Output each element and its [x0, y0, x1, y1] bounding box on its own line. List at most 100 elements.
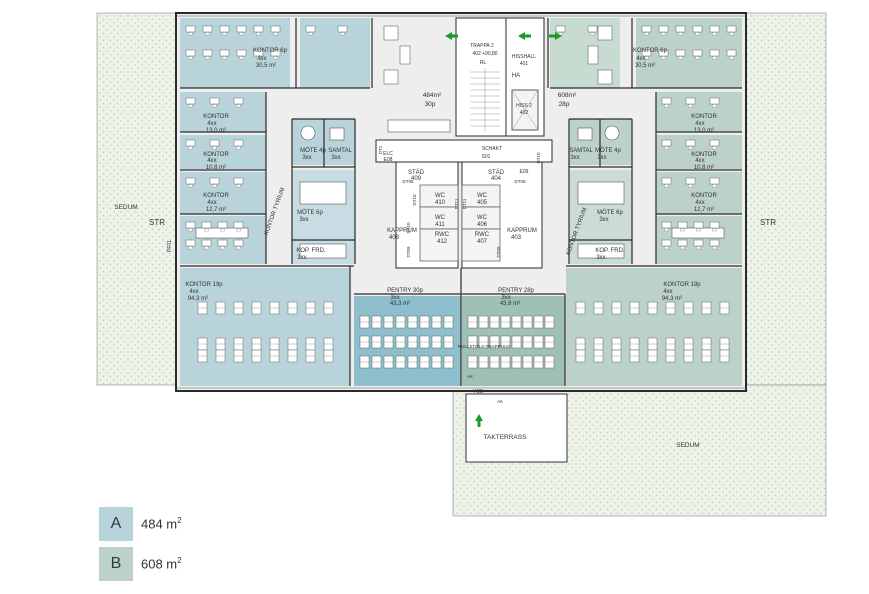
pentry-table	[533, 355, 544, 369]
lounge-furniture	[383, 25, 613, 85]
pentry-table	[533, 315, 544, 329]
green-arrows	[445, 32, 562, 427]
room-right-2-area: 10,8 m²	[694, 165, 714, 171]
rwc-left-sub: 412	[437, 239, 448, 245]
legend-swatch-b: B	[99, 547, 133, 581]
room-right-1-title: KONTOR	[691, 114, 717, 120]
room-right-2-title: KONTOR	[691, 152, 717, 158]
legend-value-b: 608 m2	[141, 556, 182, 571]
room-right-1-area: 13,0 m²	[694, 128, 714, 134]
pentry-table	[511, 315, 522, 329]
pentry-table	[467, 315, 478, 329]
room-left-4-area: 94,3 m²	[188, 296, 208, 302]
room-left-1-sub: 4xx	[207, 121, 216, 127]
pentry-table	[419, 315, 430, 329]
pentry-table	[419, 335, 430, 349]
kapprum-left-sub: 408	[389, 235, 400, 241]
stad-left-title: STÄD	[408, 169, 425, 176]
dt-code-2: DT10	[412, 194, 417, 206]
desk-pair	[701, 337, 712, 351]
room-right-0-title: KONTOR 6p	[633, 48, 668, 54]
stair-treads	[470, 68, 500, 132]
label-ycs: YCS	[473, 389, 484, 395]
rwc-right-title: RWC	[475, 232, 490, 238]
legend-swatch-a: A	[99, 507, 133, 541]
pentry-table	[500, 315, 511, 329]
desk-pair	[305, 337, 316, 351]
desk-pair	[575, 349, 586, 363]
room-left-2-sub: 4xx	[207, 158, 216, 164]
wc-partitions	[419, 184, 501, 262]
kop-left-sub: 3xx	[297, 255, 306, 261]
room-left-1-title: KONTOR	[203, 114, 229, 120]
stad-right-sub: 404	[491, 176, 502, 182]
label-hiss: HISS 2	[516, 103, 532, 109]
dt-code-8: DT09	[496, 246, 501, 258]
desk-pair	[233, 301, 244, 315]
room-left-0-area: 30,5 m²	[256, 63, 276, 69]
pentry-table	[500, 355, 511, 369]
door-codes: DT1 DT10 DT10 DT11 DT11 DT08 DT08 DT09 D…	[378, 145, 541, 257]
room-right-3-area: 12,7 m²	[694, 207, 714, 213]
desk-pair	[305, 301, 316, 315]
samtal-left-sub: 3xx	[331, 155, 340, 161]
pentry-table	[443, 335, 454, 349]
pentry-table	[511, 355, 522, 369]
pentry-table	[395, 355, 406, 369]
label-zone-b-people: 28p	[559, 101, 570, 108]
rooms-left: KONTOR 6p 4xx 30,5 m² KONTOR 4xx 13,0 m²…	[185, 48, 287, 302]
desk-pair	[575, 337, 586, 351]
desk-pair	[251, 301, 262, 315]
legend-value-a: 484 m2	[141, 516, 182, 531]
kapprum-right-title: KAPPRUM	[507, 228, 537, 234]
desk-pair	[269, 337, 280, 351]
label-ak-left: AK	[467, 374, 473, 379]
legend-letter-b: B	[110, 555, 122, 572]
pentry-table	[443, 355, 454, 369]
dt-code-5: DT08	[402, 179, 414, 184]
dt-code-6: DT08	[514, 179, 526, 184]
desk-pair	[611, 349, 622, 363]
desk-pair	[575, 301, 586, 315]
pentry-table	[359, 335, 370, 349]
label-rullstol: RULLSTOLS-TRAPPHUS	[458, 344, 510, 349]
label-elc-title: ELC	[383, 151, 393, 157]
pentry-table	[371, 355, 382, 369]
desk-pair	[593, 301, 604, 315]
legend-value-a-text: 484 m	[141, 516, 178, 532]
samtal-left-title: SAMTAL	[328, 148, 352, 154]
label-str-left: STR	[149, 218, 165, 227]
wc-1-sub: 411	[435, 222, 445, 228]
desk-pair	[665, 337, 676, 351]
legend-row-a: A 484 m2	[99, 507, 182, 541]
sedum-left-area	[96, 12, 177, 386]
rwc-left-title: RWC	[435, 232, 450, 238]
dt-code-7: DT09	[406, 246, 411, 258]
wc-2-sub: 405	[477, 200, 488, 206]
pentry-table	[395, 335, 406, 349]
pentry-left-sub: 3xx	[390, 295, 399, 301]
kop-right-sub: 3xx	[596, 255, 605, 261]
label-trappa-rl: RL	[480, 60, 487, 66]
legend-letter-a: A	[110, 515, 122, 532]
wc-1-title: WC	[435, 215, 446, 221]
desk-pair	[701, 349, 712, 363]
room-left-0-title: KONTOR 6p	[253, 48, 288, 54]
desk-pair	[647, 301, 658, 315]
dt-code-1: DT10	[406, 222, 411, 234]
kop-left-title: KOP. FRD.	[296, 248, 326, 254]
pentry-table	[489, 315, 500, 329]
pentry-table	[443, 315, 454, 329]
legend-row-b: B 608 m2	[99, 547, 182, 581]
rwc-right-sub: 407	[477, 239, 488, 245]
label-pf01: PF01	[167, 240, 173, 252]
pentry-right-sub: 3xx	[501, 295, 510, 301]
label-hisshall-title: HISSHALL	[512, 54, 536, 60]
label-zone-b-area: 608m²	[558, 92, 577, 99]
pentry-table	[431, 315, 442, 329]
desk-pair	[683, 349, 694, 363]
room-right-3-sub: 4xx	[695, 200, 704, 206]
desk-pair	[269, 301, 280, 315]
dt-code-9: DT10	[536, 152, 541, 164]
label-sedum-bottom: SEDUM	[676, 442, 699, 449]
